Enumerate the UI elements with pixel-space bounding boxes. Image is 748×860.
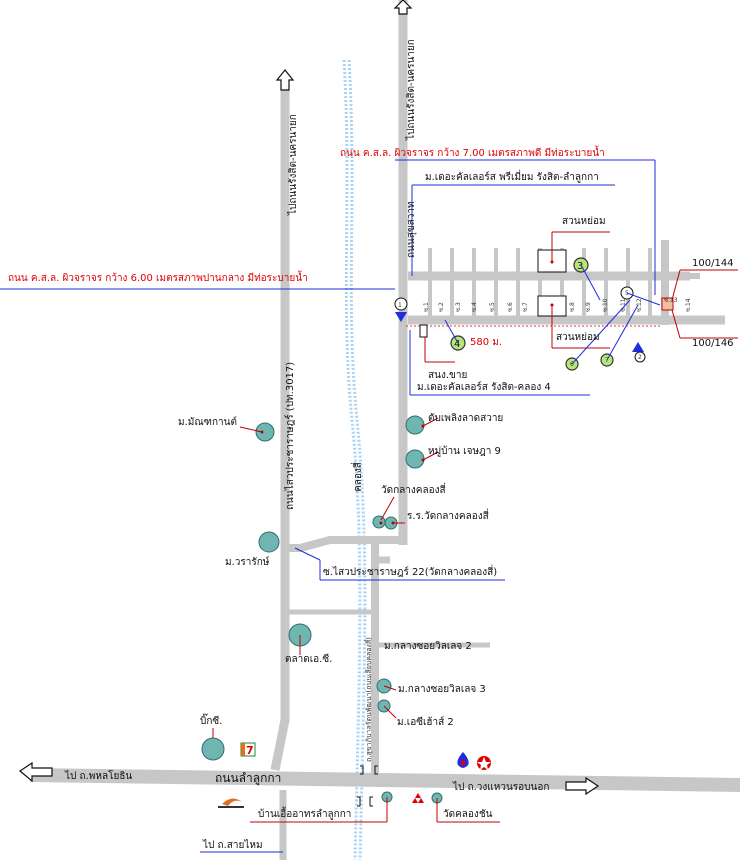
landmark-bigc [201,737,225,761]
svg-text:1: 1 [398,302,402,309]
label-wat-klang: วัดกลางคลองสี่ [381,482,446,496]
label-market: ตลาดเอ.ซี. [285,653,332,665]
svg-text:7: 7 [246,744,254,757]
label-road-left-north: ไปถนนรังสิต-นครนายก [287,114,299,216]
roads [30,0,740,860]
soi-3: ซ.3 [455,302,462,312]
fuel-station-icon [457,752,469,768]
label-substation: สนง.ขาย [428,370,467,381]
label-pond-top: สวนหย่อม [562,216,606,227]
marker-1: 1 [394,297,408,322]
svg-text:3: 3 [577,261,583,272]
landmark-tub-phloeng [405,415,425,435]
soi-6: ซ.6 [507,302,514,312]
landmark-village-9 [405,449,425,469]
svg-text:2: 2 [638,354,642,361]
label-klangsoi3: ม.กลางซอยวิลเลจ 3 [398,684,486,695]
label-distance: 580 ม. [470,337,502,348]
label-wat-klongchan: วัดคลองชัน [443,809,493,820]
arrow-right-lamlukka [565,776,600,796]
label-road-saiprachaban: ถนนไสวประชาราษฎร์ (ปท.3017) [284,362,296,510]
brand-logo-icon [218,798,244,808]
soi-10: ซ.10 [602,298,609,312]
soi-1: ซ.1 [423,302,430,312]
soi-5: ซ.5 [489,302,496,312]
village-blocks [419,231,674,349]
label-bigc: บิ๊กซี. [200,713,222,727]
soi-9: ซ.9 [585,302,592,312]
label-mandhana: ม.มัณฑกานต์ [178,416,237,428]
label-school: ร.ร.วัดกลางคลองสี่ [407,508,489,522]
mitsubishi-icon [412,793,424,803]
ban-eua-bracket [357,765,378,807]
label-to-phahon: ไป ถ.พหลโยธิน [64,769,132,782]
label-to-saimai: ไป ถ.สายไหม [202,839,263,851]
seven-eleven-icon: 7 [240,742,256,757]
soi-8: ซ.8 [569,302,576,312]
label-lamlukka: ถนนลำลูกกา [215,771,281,786]
label-klangsoi2: ม.กลางซอยวิลเลจ 2 [384,641,472,652]
label-wararak: ม.วรารักษ์ [225,556,270,568]
road-note-mid: ถนน ค.ส.ล. ผิวจราจร กว้าง 6.00 เมตรสภาพป… [8,270,308,284]
landmark-mandhana [255,422,275,442]
canal-klong4 [342,59,367,860]
road-note-top: ถนน ค.ส.ล. ผิวจราจร กว้าง 7.00 เมตรสภาพด… [340,145,605,159]
soi-labels: ซ.1 ซ.2 ซ.3 ซ.4 ซ.5 ซ.6 ซ.7 ซ.8 ซ.9 ซ.10… [423,297,692,312]
soi-4: ซ.4 [471,302,478,312]
landmark-wararak [258,531,280,553]
arrow-up-right [393,0,413,15]
arrow-left-lamlukka [18,761,53,783]
label-achouse: ม.เอซีเฮ้าส์ 2 [397,716,454,728]
soi-12: ซ.12 [636,298,643,312]
label-road-sukhawat: ถนนสุขสวาท [406,201,417,258]
label-road-right-north: ไปถนนรังสิต-นครนายก [405,39,417,141]
soi-7: ซ.7 [522,302,529,312]
label-soi22: ซ.ไสวประชาราษฎร์ 22(วัดกลางคลองสี่) [323,564,497,578]
leader-lines [200,269,738,853]
label-klong4-village: ม.เดอะคัลเลอร์ส รังสิต-คลอง 4 [417,381,551,393]
label-village-9: หมู่บ้าน เจษฎา 9 [428,445,501,457]
label-road-sukaphiban: ถ.สุขาภิบาลรัตนพัฒนา(ถนนเลียบคลองสี่) [364,637,373,762]
star-station-icon [477,756,491,770]
label-100-144: 100/144 [692,258,734,269]
landmark-wat-klang [372,515,386,529]
label-premium: ม.เดอะคัลเลอร์ส พรีเมี่ยม รังสิต-ลำลูกกา [425,169,599,183]
label-ban-eua: บ้านเอื้ออาทรลำลูกกา [258,806,351,820]
label-to-ring: ไป ถ.วงแหวนรอบนอก [452,781,549,793]
svg-text:6: 6 [570,361,574,368]
arrow-up-left [275,69,295,91]
label-tub-phloeng: ตับเพลิงลาดสวาย [428,413,503,424]
soi-14: ซ.14 [685,298,692,312]
svg-text:7: 7 [605,357,609,364]
soi-2: ซ.2 [438,302,445,312]
soi-11: ซ.11 [620,298,627,312]
label-pond-bottom: สวนหย่อม [556,332,600,343]
soi-13: ซ.13 [664,297,678,304]
label-canal: คลองสี่ [350,462,364,492]
svg-text:4: 4 [454,339,460,350]
label-100-146: 100/146 [692,338,734,349]
marker-lines [444,264,661,365]
marker-2: 2 [632,342,646,363]
